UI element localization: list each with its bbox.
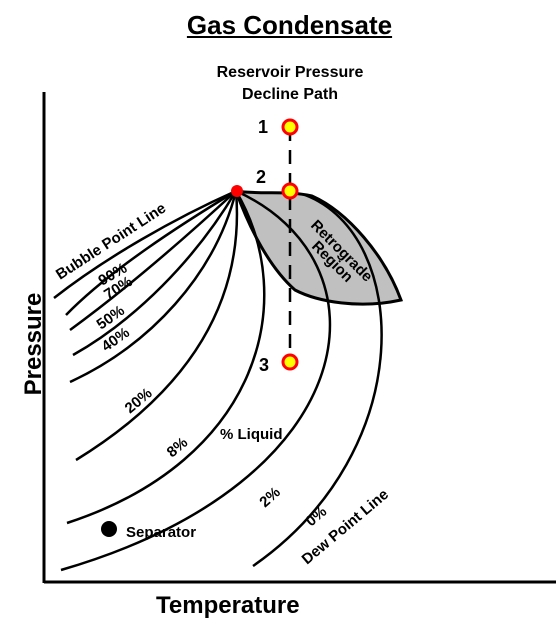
critical-point xyxy=(231,185,243,197)
x-axis-label: Temperature xyxy=(156,592,300,619)
point-2-marker xyxy=(281,182,299,200)
point-1-label: 1 xyxy=(258,117,268,137)
quality-line-20 xyxy=(75,190,239,462)
quality-line-70 xyxy=(69,190,237,332)
separator-label: Separator xyxy=(126,524,196,541)
quality-line-8 xyxy=(66,190,266,525)
separator-marker xyxy=(101,521,117,537)
point-3-label: 3 xyxy=(259,355,269,375)
dew-point-curve xyxy=(252,193,383,568)
path-label-line2: Decline Path xyxy=(241,86,339,103)
retrograde-region xyxy=(233,189,403,306)
diagram-title: Gas Condensate xyxy=(186,10,393,40)
quality-label-0: 0% xyxy=(303,503,331,530)
quality-line-90 xyxy=(65,189,237,316)
point-3-marker xyxy=(281,353,299,371)
quality-line-50 xyxy=(72,190,238,357)
quality-line-40 xyxy=(69,190,238,384)
point-2-label: 2 xyxy=(256,167,266,187)
percent-liquid-label: % Liquid xyxy=(220,426,283,443)
point-1-marker xyxy=(281,118,299,136)
bubble-point-curve xyxy=(53,189,237,299)
quality-label-20: 20% xyxy=(122,385,156,417)
path-label-line1: Reservoir Pressure xyxy=(216,64,364,81)
quality-label-2: 2% xyxy=(256,484,283,511)
